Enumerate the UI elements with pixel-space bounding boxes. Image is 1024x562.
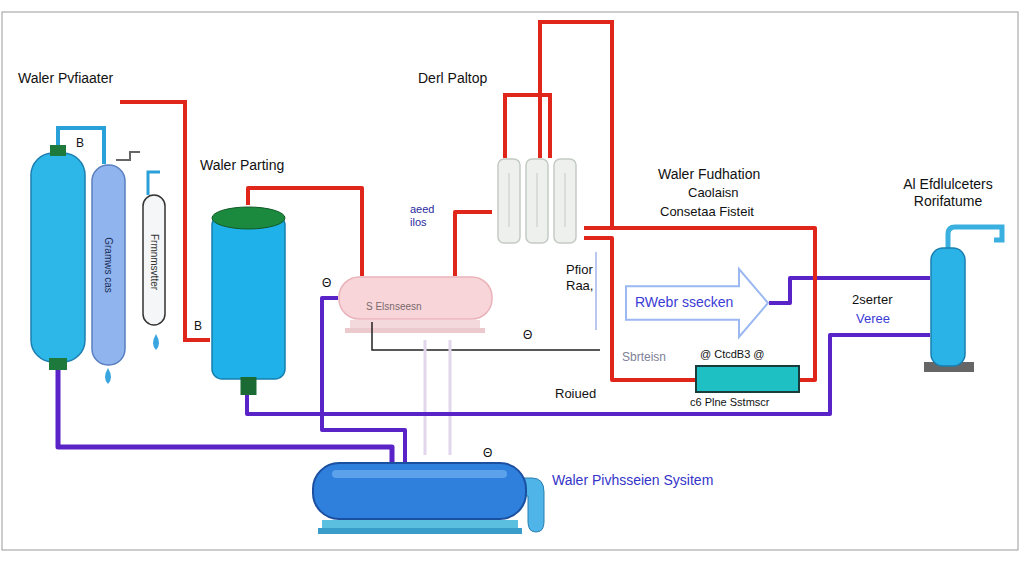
pipe-label: 2serter: [852, 292, 892, 308]
node-label: S Elsnseesn: [366, 301, 422, 313]
callout-letter: B: [193, 319, 203, 333]
section-label: Waler Fudhation: [658, 166, 760, 183]
pipe-label: Roiued: [555, 386, 596, 402]
flow-label: Pfior Raa,: [566, 262, 606, 293]
pipe-label: aeed ilos: [410, 203, 444, 229]
pipe-label: Sbrteisn: [622, 350, 666, 364]
callout-letter: B: [76, 136, 84, 150]
valve-symbol: Θ: [483, 446, 492, 460]
shape-outline: [312, 462, 527, 520]
pipe-connector: [455, 212, 492, 276]
vertical-label: Gramws cas: [101, 215, 115, 315]
pipe-connector: [769, 278, 930, 303]
shape-outline: [492, 155, 584, 247]
storage-cylinder: Waler Parting: [210, 205, 287, 395]
pressure-tank: S Elsnseesn: [338, 276, 493, 320]
output-cylinder: Al Efdlulceters Rorifatume: [930, 248, 966, 366]
shape-outline: [930, 248, 966, 366]
node-label: Waler Parting: [200, 157, 284, 174]
node-label: @ CtcdB3 @: [700, 348, 765, 361]
section-label: Caolaisn: [688, 185, 739, 201]
node-label: Waler Pivhsseien Sysitem: [552, 472, 713, 489]
valve-symbol: Θ: [322, 276, 331, 290]
filter-cartridges: Derl Paltop: [492, 155, 584, 247]
node-sublabel: c6 Plne Sstmscr: [690, 396, 769, 409]
node-label: Al Efdlulceters Rorifatume: [881, 176, 1015, 210]
section-label: Consetaa Fisteit: [660, 204, 754, 220]
node-label: RWebr ssecken: [635, 294, 733, 311]
vertical-label: Frmnmsvtter: [147, 212, 161, 312]
pipe-connector: [247, 335, 930, 414]
pipe-label: Veree: [856, 311, 890, 327]
main-tank: Waler Pivhsseien Sysitem: [312, 462, 527, 520]
filter-tank: Waler Pvfiaater: [30, 145, 86, 370]
control-unit: @ CtcdB3 @c6 Plne Sstmscr: [695, 365, 800, 393]
shape-outline: [30, 145, 86, 370]
flow-arrow: RWebr ssecken: [625, 268, 769, 338]
pipe-connector: [584, 228, 815, 380]
node-label: Derl Paltop: [418, 70, 487, 87]
pipe-connector: [322, 298, 405, 462]
node-label: Waler Pvfiaater: [18, 70, 113, 87]
shape-outline: [695, 365, 800, 393]
shape-outline: [210, 205, 287, 395]
shape-outline: [338, 276, 493, 320]
valve-symbol: Θ: [523, 328, 532, 342]
